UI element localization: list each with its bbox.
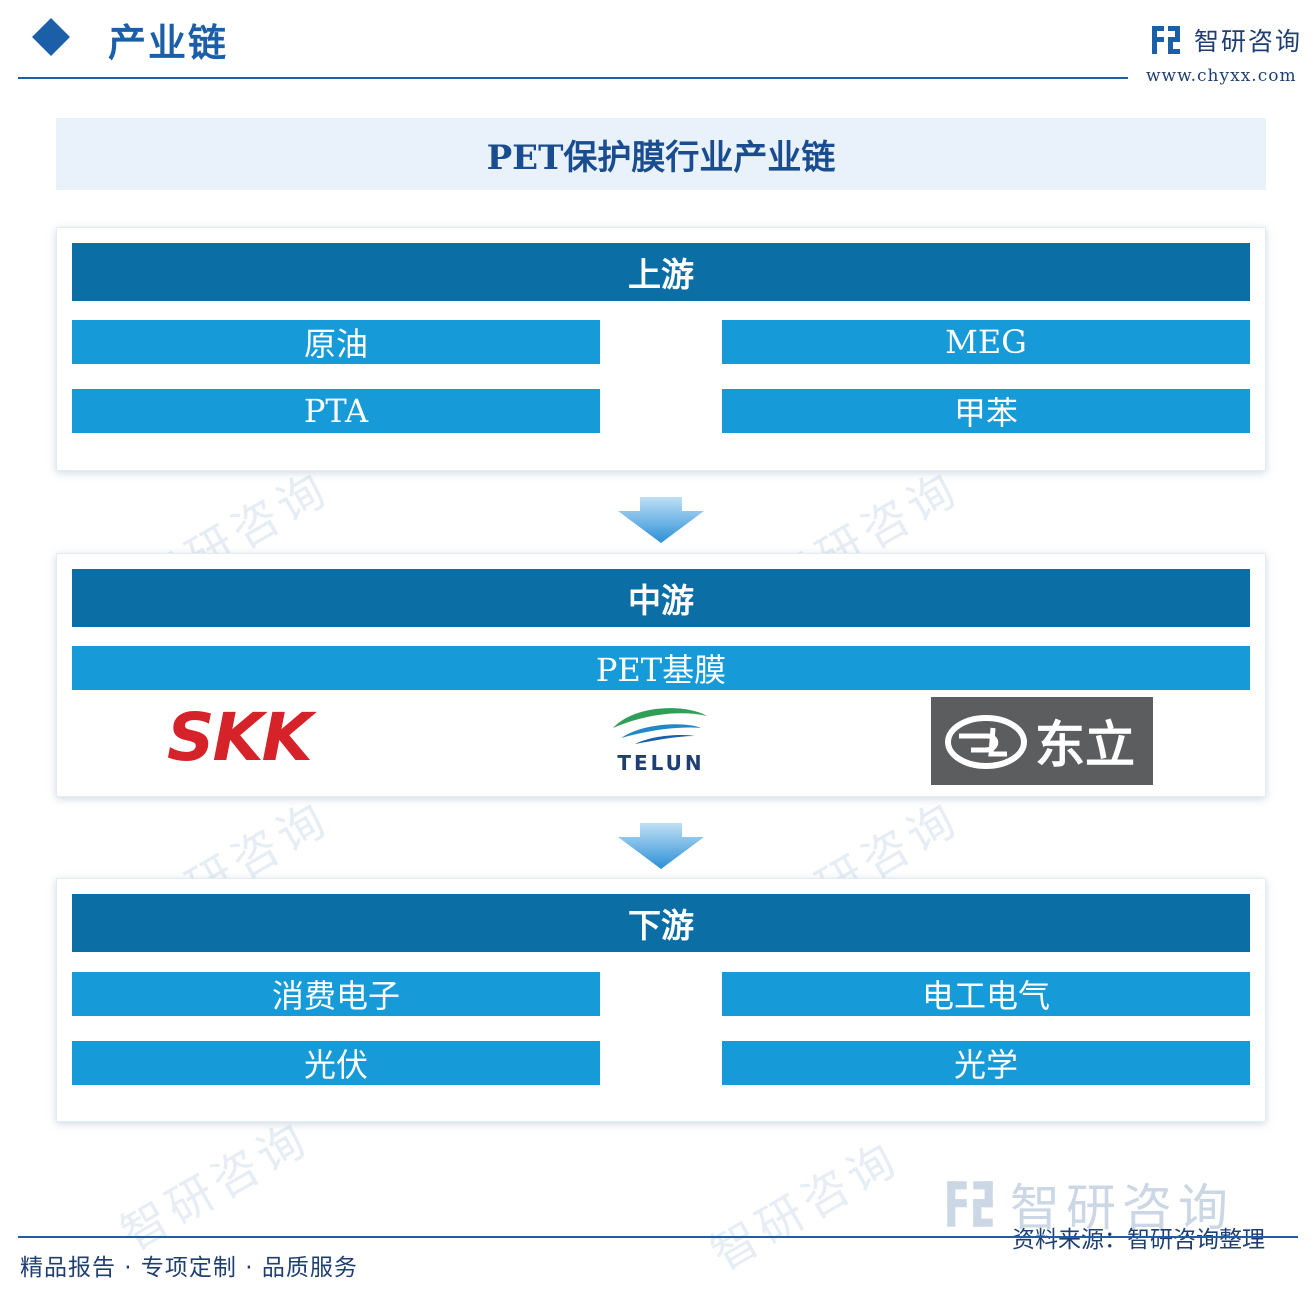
brand-logo-icon <box>947 1181 993 1227</box>
diagram-title: PET保护膜行业产业链 <box>486 137 836 178</box>
downstream-item-label: 光学 <box>953 1046 1018 1084</box>
footer-divider <box>18 1236 1298 1238</box>
upstream-item-label: 原油 <box>303 325 368 363</box>
downstream-item: 光伏 <box>72 1041 600 1085</box>
midstream-item-label: PET基膜 <box>595 651 727 689</box>
diamond-icon <box>32 18 70 56</box>
footer-watermark: 智研咨询 <box>944 1168 1234 1240</box>
downstream-item: 消费电子 <box>72 972 600 1016</box>
dongli-emblem-icon <box>945 715 1027 769</box>
footer-slogan: 精品报告 · 专项定制 · 品质服务 <box>20 1255 358 1281</box>
footer-watermark-text: 智研咨询 <box>1010 1179 1234 1237</box>
brand-logo-icon <box>1152 26 1180 54</box>
downstream-item-label: 电工电气 <box>921 977 1050 1015</box>
down-arrow-icon <box>618 497 704 543</box>
downstream-header: 下游 <box>72 894 1250 952</box>
upstream-panel: 上游 原油 MEG PTA 甲苯 <box>56 227 1266 471</box>
upstream-header: 上游 <box>72 243 1250 301</box>
downstream-item-label: 消费电子 <box>271 977 400 1015</box>
midstream-label: 中游 <box>628 581 694 620</box>
midstream-header: 中游 <box>72 569 1250 627</box>
midstream-item: PET基膜 <box>72 646 1250 690</box>
source-note: 资料来源：智研咨询整理 <box>1012 1227 1265 1253</box>
telun-logo-text: TELUN <box>617 751 704 775</box>
upstream-item: MEG <box>722 320 1250 364</box>
downstream-item: 光学 <box>722 1041 1250 1085</box>
brand-name: 智研咨询 <box>1194 27 1303 56</box>
upstream-item-label: PTA <box>303 392 369 430</box>
watermark-text: 智研咨询 <box>111 1110 320 1261</box>
dongli-logo: 东立 <box>931 697 1153 785</box>
upstream-item: 原油 <box>72 320 600 364</box>
midstream-panel: 中游 PET基膜 SKK TELUN 东立 <box>56 553 1266 797</box>
diagram-title-band: PET保护膜行业产业链 <box>56 118 1266 190</box>
brand: 智研咨询 <box>1150 22 1302 58</box>
downstream-label: 下游 <box>628 906 694 945</box>
upstream-item: PTA <box>72 389 600 433</box>
downstream-item: 电工电气 <box>722 972 1250 1016</box>
skk-logo: SKK <box>167 706 320 766</box>
upstream-item-label: MEG <box>945 323 1027 361</box>
dongli-logo-text: 东立 <box>1035 716 1135 774</box>
upstream-item: 甲苯 <box>722 389 1250 433</box>
telun-logo: TELUN <box>613 708 707 775</box>
down-arrow-icon <box>618 823 704 869</box>
page-title: 产业链 <box>108 20 229 65</box>
skk-logo-text: SKK <box>167 706 318 766</box>
upstream-item-label: 甲苯 <box>953 394 1018 432</box>
upstream-label: 上游 <box>628 255 694 294</box>
downstream-panel: 下游 消费电子 电工电气 光伏 光学 <box>56 878 1266 1122</box>
brand-url: www.chyxx.com <box>1146 66 1297 86</box>
downstream-item-label: 光伏 <box>303 1046 368 1084</box>
header-divider <box>18 77 1128 79</box>
watermark-text: 智研咨询 <box>701 1130 910 1281</box>
